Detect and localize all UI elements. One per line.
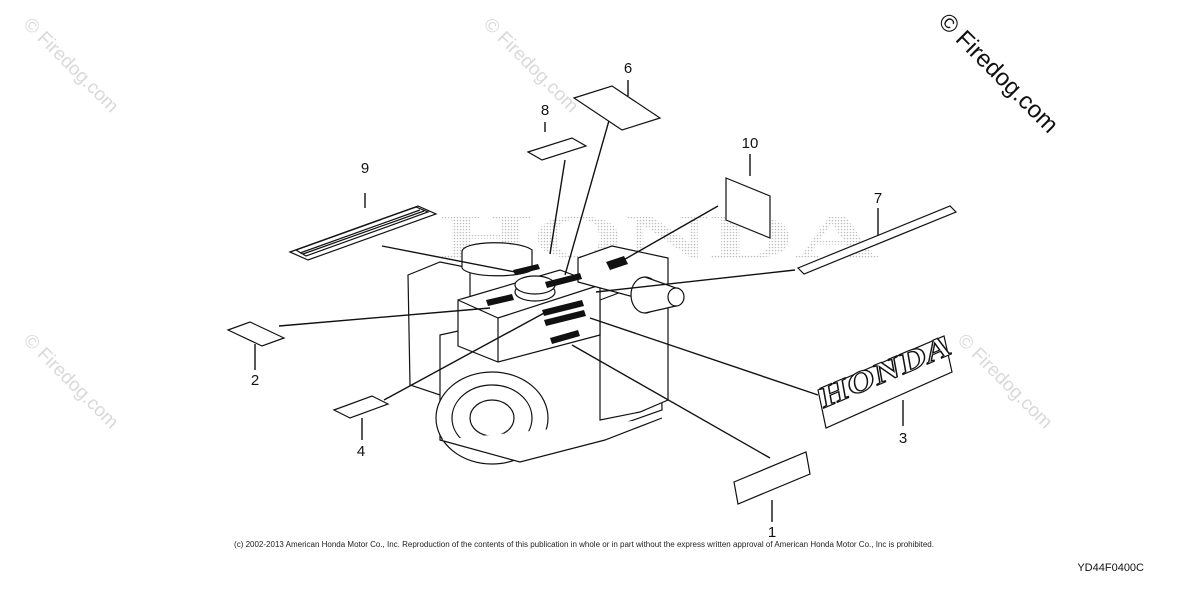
decal-9-air-cleaner <box>288 205 438 261</box>
decal-4 <box>332 395 390 419</box>
callout-3: 3 <box>898 430 908 447</box>
copyright-notice: (c) 2002-2013 American Honda Motor Co., … <box>234 540 934 549</box>
decal-3-honda-emblem: HONDA <box>812 329 956 429</box>
callout-6: 6 <box>623 60 633 77</box>
callout-4: 4 <box>356 443 366 460</box>
diagram-code: YD44F0400C <box>1077 562 1144 574</box>
callout-2: 2 <box>250 372 260 389</box>
decal-1 <box>733 451 811 505</box>
callout-7: 7 <box>873 190 883 207</box>
callout-8: 8 <box>540 102 550 119</box>
callout-1: 1 <box>767 524 777 541</box>
decal-2 <box>226 321 286 347</box>
engine-body <box>407 242 685 465</box>
decal-6 <box>572 85 662 131</box>
decal-10 <box>725 177 771 239</box>
callout-9: 9 <box>360 160 370 177</box>
leader-lines <box>254 80 904 522</box>
decal-8 <box>526 137 588 161</box>
callout-10: 10 <box>741 135 759 152</box>
decal-7 <box>796 205 958 275</box>
engine-decal-marks <box>486 256 628 344</box>
